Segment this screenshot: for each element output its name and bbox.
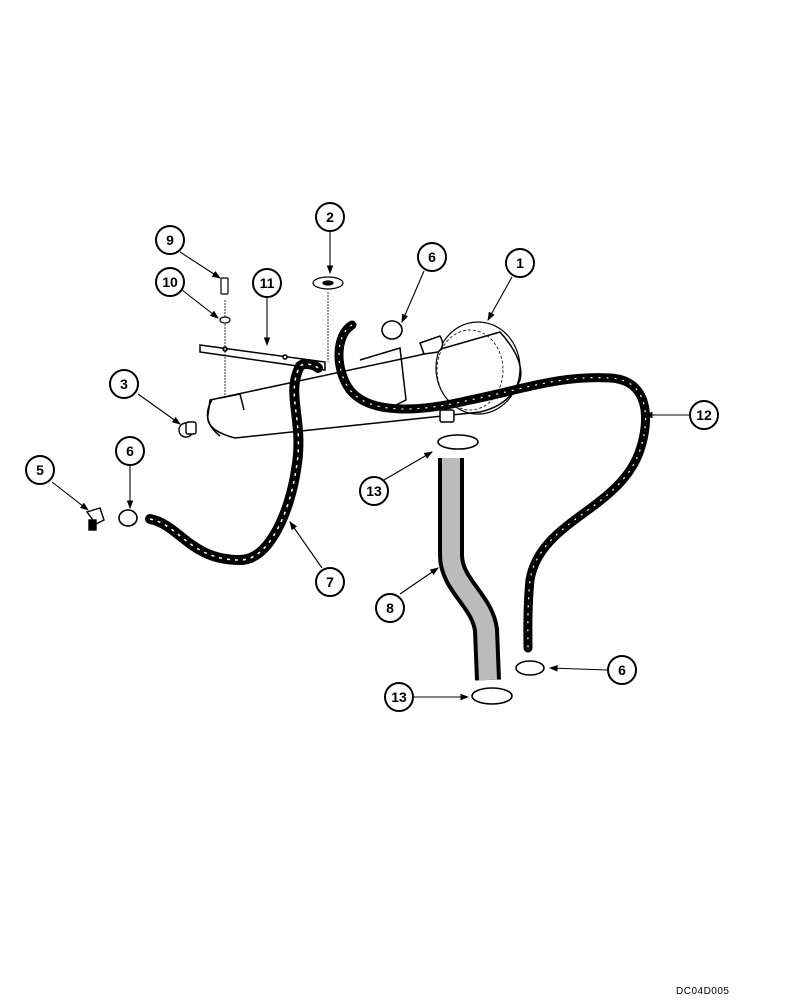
callout-8: 8 bbox=[375, 593, 405, 623]
callout-6-top: 6 bbox=[417, 242, 447, 272]
leader-lines bbox=[51, 232, 689, 701]
mounting-bracket bbox=[199, 292, 329, 398]
callout-9: 9 bbox=[155, 225, 185, 255]
hose-7 bbox=[145, 359, 323, 566]
figure-code: DC04D005 bbox=[676, 986, 730, 997]
muffler-assembly bbox=[206, 321, 522, 439]
callout-12: 12 bbox=[689, 400, 719, 430]
callout-13-top: 13 bbox=[359, 476, 389, 506]
callout-6-bottom: 6 bbox=[607, 655, 637, 685]
fittings bbox=[85, 421, 197, 531]
callout-7: 7 bbox=[315, 567, 345, 597]
callout-2: 2 bbox=[315, 202, 345, 232]
callout-5: 5 bbox=[25, 455, 55, 485]
hose-clamps bbox=[118, 320, 545, 705]
hose-upper bbox=[334, 320, 650, 653]
callout-3: 3 bbox=[109, 369, 139, 399]
hardware bbox=[219, 276, 344, 324]
callout-6-left: 6 bbox=[115, 436, 145, 466]
callout-11: 11 bbox=[252, 268, 282, 298]
callout-10: 10 bbox=[155, 267, 185, 297]
callout-1: 1 bbox=[505, 248, 535, 278]
callout-13-bottom: 13 bbox=[384, 682, 414, 712]
